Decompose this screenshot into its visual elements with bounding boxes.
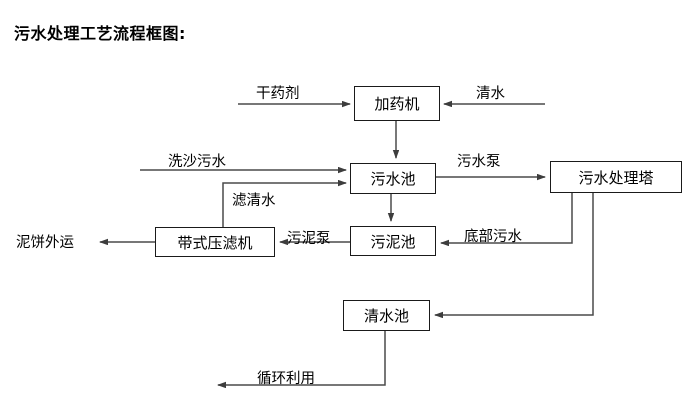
- node-belt-filter-press[interactable]: 带式压滤机: [155, 227, 275, 257]
- node-label: 清水池: [363, 307, 409, 325]
- label-recycle-reuse: 循环利用: [257, 371, 315, 387]
- edge-tower-to-sludge-pool: [440, 193, 573, 247]
- label-sludge-pump: 污泥泵: [287, 231, 331, 247]
- node-sludge-pool[interactable]: 污泥池: [350, 226, 436, 256]
- edge-tower-to-clean-water-pool: [434, 193, 594, 319]
- node-label: 污水池: [370, 170, 416, 188]
- label-filtrate: 滤清水: [232, 193, 276, 209]
- edge-filtrate-to-sewage-pool: [222, 179, 347, 227]
- label-bottom-sewage: 底部污水: [464, 229, 522, 245]
- edge-clean-water-pool-to-recycle: [217, 331, 386, 389]
- node-clean-water-pool[interactable]: 清水池: [343, 300, 430, 331]
- page-title: 污水处理工艺流程框图:: [14, 24, 186, 43]
- node-dosing-machine[interactable]: 加药机: [354, 86, 440, 121]
- label-dry-reagent: 干药剂: [256, 86, 300, 102]
- node-label: 带式压滤机: [177, 233, 253, 252]
- label-clean-water-input: 清水: [476, 86, 505, 102]
- node-label: 加药机: [374, 95, 420, 113]
- label-sand-wash-sewage: 洗沙污水: [168, 154, 226, 170]
- label-sewage-pump: 污水泵: [457, 154, 501, 170]
- node-sewage-pool[interactable]: 污水池: [350, 163, 436, 194]
- node-label: 污水处理塔: [578, 168, 654, 187]
- label-mud-cake-transport: 泥饼外运: [16, 235, 74, 251]
- node-label: 污泥池: [370, 232, 416, 251]
- node-treatment-tower[interactable]: 污水处理塔: [550, 161, 682, 193]
